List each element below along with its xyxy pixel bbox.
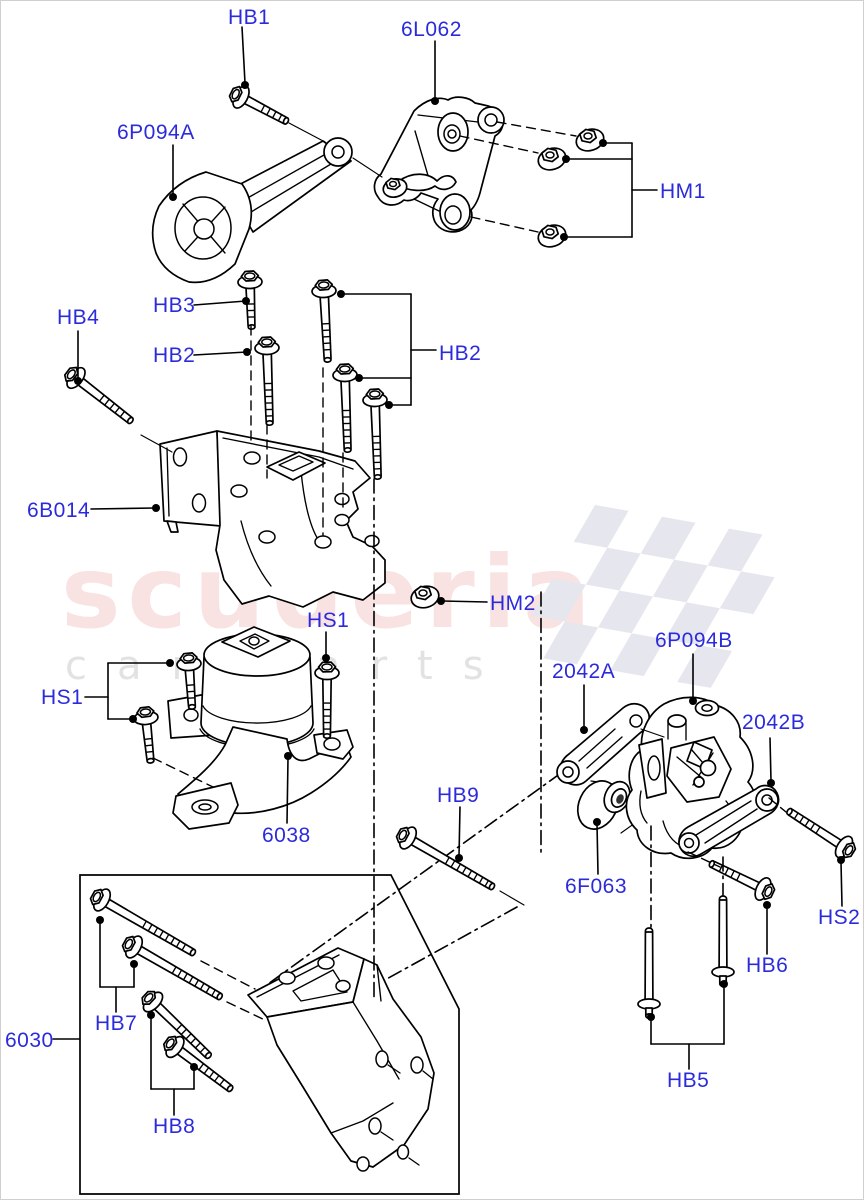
hs1-bolt-b [133, 705, 159, 764]
group-box-6030 [79, 874, 460, 1195]
label-6f063: 6F063 [565, 875, 628, 898]
hb5-stud-2 [711, 895, 735, 988]
hb4-bolt [63, 366, 134, 425]
label-hm1: HM1 [660, 180, 706, 203]
label-6l062: 6L062 [401, 18, 462, 41]
hm1-nut-3 [537, 224, 567, 248]
hs2-bolt [786, 807, 857, 859]
label-hb1: HB1 [228, 6, 271, 29]
hb9-bolt [395, 826, 496, 891]
hb7-bolt-b [121, 935, 224, 1001]
hm2-nut [410, 585, 440, 609]
hb8-bolt-a [141, 990, 213, 1060]
label-hb3: HB3 [153, 294, 196, 317]
label-6p094b: 6P094B [655, 629, 733, 652]
6l062-pivot-bolt-head [382, 177, 408, 199]
label-hb2-right: HB2 [439, 342, 482, 365]
label-2042b: 2042B [742, 711, 806, 734]
label-hb5: HB5 [667, 1069, 710, 1092]
link-plate-2042a-part [556, 702, 650, 786]
hb2-bolt-left [254, 336, 280, 427]
label-hb7: HB7 [95, 1012, 138, 1035]
hm1-nut-2 [537, 147, 567, 171]
torque-arm-part [151, 137, 353, 284]
hb3-bolt [237, 270, 263, 331]
hb1-bolt [228, 85, 290, 125]
hm1-nut-1 [575, 128, 605, 152]
label-6b014: 6B014 [27, 499, 91, 522]
label-6030: 6030 [5, 1029, 54, 1052]
hb2-bolt-right-2 [332, 363, 358, 454]
label-hs2: HS2 [818, 906, 861, 929]
bushing-6f063-part [576, 780, 631, 830]
hb5-stud-1 [637, 927, 661, 1020]
hb8-bolt-b [162, 1035, 234, 1093]
label-hb8: HB8 [153, 1115, 196, 1138]
support-bracket-6030-part [247, 947, 435, 1172]
label-hm2: HM2 [490, 592, 536, 615]
hb7-bolt-a [89, 888, 197, 957]
link-plate-2042b-part [678, 784, 780, 857]
label-hb6: HB6 [746, 954, 789, 977]
hb2-bolt-right-1 [311, 279, 337, 363]
hs1-bolt-a [176, 652, 202, 710]
engine-bracket-6l062-part [373, 96, 505, 233]
label-2042a: 2042A [552, 660, 616, 683]
label-hs1-top: HS1 [307, 609, 350, 632]
label-hb4: HB4 [57, 306, 100, 329]
hydromount-6038-part [167, 626, 354, 830]
leader-dots [74, 81, 845, 1071]
label-6p094a: 6P094A [117, 121, 195, 144]
label-hb2-left: HB2 [153, 344, 196, 367]
checkered-flag-watermark [531, 505, 775, 688]
label-hb9: HB9 [437, 784, 480, 807]
label-hs1-left: HS1 [41, 686, 84, 709]
label-pointer-lines [52, 26, 843, 1195]
hb2-bolt-right-3 [362, 388, 388, 481]
hs1-bolt-top [314, 661, 340, 740]
label-6038: 6038 [262, 824, 311, 847]
